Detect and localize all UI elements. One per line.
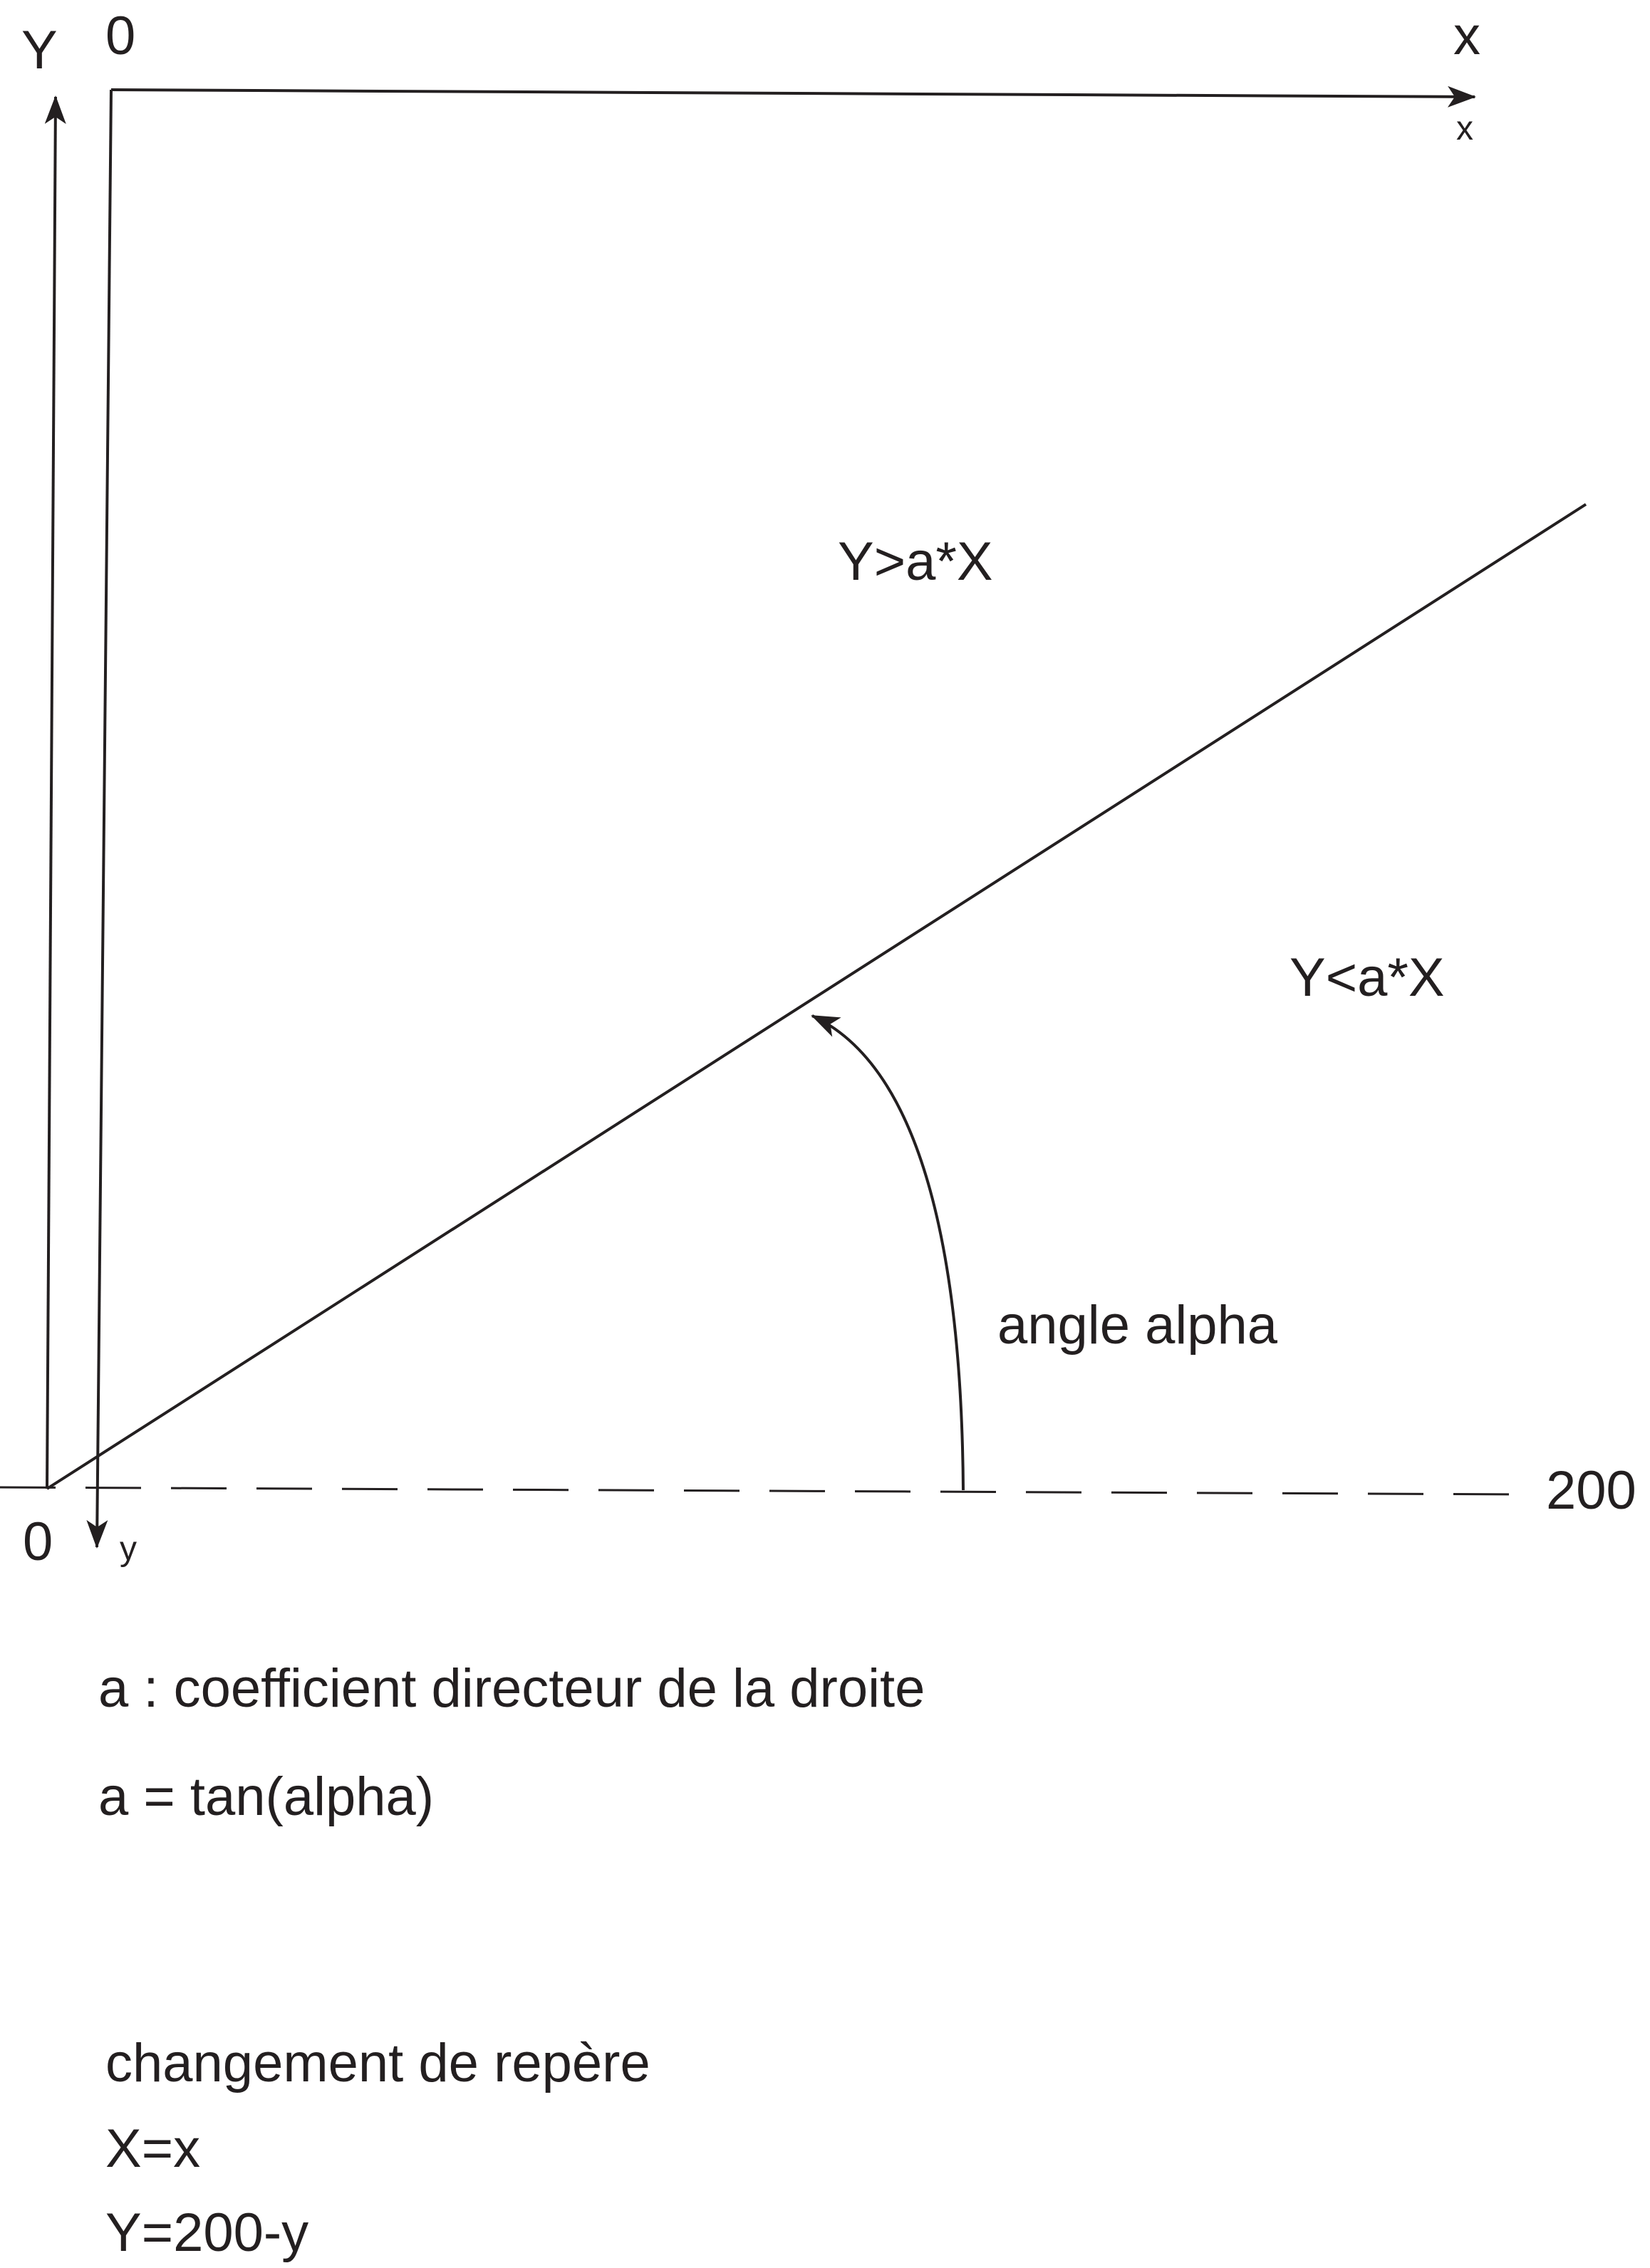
downward-y-axis xyxy=(86,89,113,1549)
bottom-origin-label: 0 xyxy=(23,1512,53,1572)
angle-alpha-arrow xyxy=(811,1014,965,1491)
down-axis-y-label: y xyxy=(120,1530,137,1568)
upper-axis-y-label: Y xyxy=(21,20,58,80)
baseline-value-label: 200 xyxy=(1546,1460,1636,1521)
angle-alpha-label: angle alpha xyxy=(997,1295,1278,1356)
baseline-200-dashed xyxy=(0,1486,1528,1496)
upward-y-axis xyxy=(44,95,66,1489)
top-origin-label: 0 xyxy=(105,6,135,66)
slope-definition-text: a : coefficient directeur de la droite xyxy=(98,1658,925,1719)
slope-formula-text: a = tan(alpha) xyxy=(98,1767,434,1827)
change-of-frame-title: changement de repère xyxy=(105,2033,650,2093)
top-x-axis xyxy=(110,85,1476,108)
top-x-label-large: x xyxy=(1453,6,1480,66)
region-above-line-label: Y>a*X xyxy=(838,531,993,592)
sloped-line xyxy=(46,503,1587,1490)
region-below-line-label: Y<a*X xyxy=(1290,947,1445,1008)
top-x-label-small: x xyxy=(1456,110,1473,147)
x-conversion-text: X=x xyxy=(105,2118,200,2179)
y-conversion-text: Y=200-y xyxy=(105,2202,308,2263)
